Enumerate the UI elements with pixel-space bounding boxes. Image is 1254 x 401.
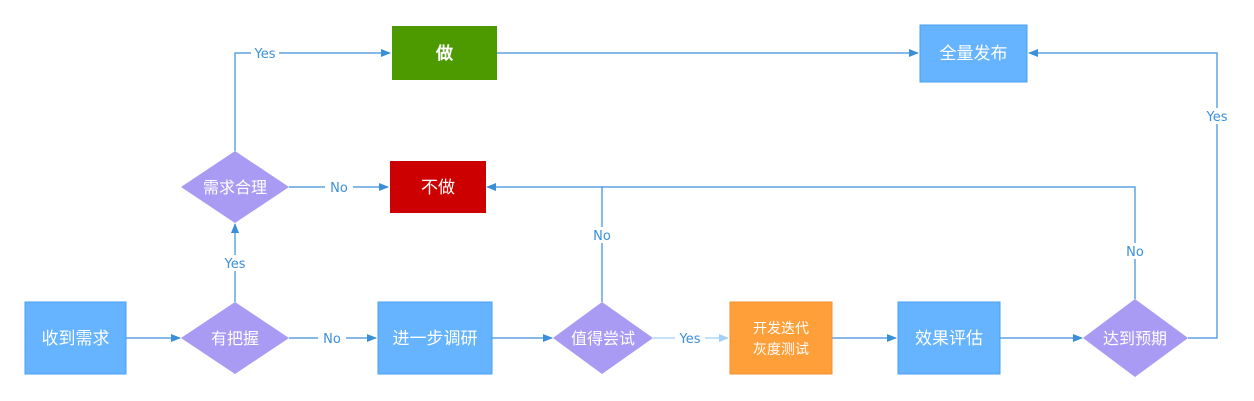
edge-label-worth-yes: Yes bbox=[679, 332, 701, 347]
edge-labels: Yes No Yes No No Yes Yes No bbox=[224, 47, 1228, 347]
decision-worth-trying: 值得尝试 bbox=[553, 302, 653, 374]
decision-reasonable: 需求合理 bbox=[181, 151, 289, 223]
edges bbox=[126, 49, 1218, 342]
edge-label-reasonable-no: No bbox=[330, 181, 348, 196]
decision-meet-expectation-label: 达到预期 bbox=[1103, 329, 1167, 348]
edge-label-backgrounds bbox=[220, 45, 1233, 346]
node-do: 做 bbox=[392, 26, 497, 80]
node-develop-iterate: 开发迭代 灰度测试 bbox=[729, 301, 833, 375]
node-dont-do: 不做 bbox=[390, 161, 486, 213]
edge-label-worth-no: No bbox=[593, 229, 611, 244]
node-do-label: 做 bbox=[435, 43, 454, 64]
decision-confident-label: 有把握 bbox=[211, 329, 259, 348]
decision-meet-expectation: 达到预期 bbox=[1083, 299, 1188, 377]
edge-label-confident-no: No bbox=[323, 332, 341, 347]
node-develop-line2: 灰度测试 bbox=[753, 342, 809, 358]
decision-confident: 有把握 bbox=[181, 302, 289, 374]
node-full-release: 全量发布 bbox=[919, 24, 1028, 83]
node-full-release-label: 全量发布 bbox=[940, 44, 1008, 64]
edge-expectation-no bbox=[602, 186, 1136, 299]
node-receive-request-label: 收到需求 bbox=[42, 329, 110, 349]
edge-worth-no bbox=[486, 183, 603, 302]
node-develop-line1: 开发迭代 bbox=[753, 321, 809, 337]
edge-label-expectation-no: No bbox=[1126, 245, 1144, 260]
node-receive-request: 收到需求 bbox=[24, 301, 127, 375]
edge-label-expectation-yes: Yes bbox=[1206, 110, 1228, 125]
edge-reasonable-yes bbox=[234, 49, 391, 151]
node-further-research-label: 进一步调研 bbox=[393, 329, 478, 349]
edge-label-reasonable-yes: Yes bbox=[254, 47, 276, 62]
node-dont-do-label: 不做 bbox=[421, 178, 455, 198]
edge-label-confident-yes: Yes bbox=[224, 257, 246, 272]
node-further-research: 进一步调研 bbox=[377, 301, 493, 375]
edge-expectation-yes bbox=[1028, 49, 1218, 339]
node-evaluate-effect-label: 效果评估 bbox=[915, 329, 983, 349]
decision-worth-trying-label: 值得尝试 bbox=[571, 329, 635, 348]
node-evaluate-effect: 效果评估 bbox=[897, 301, 1001, 375]
decision-reasonable-label: 需求合理 bbox=[203, 178, 267, 197]
